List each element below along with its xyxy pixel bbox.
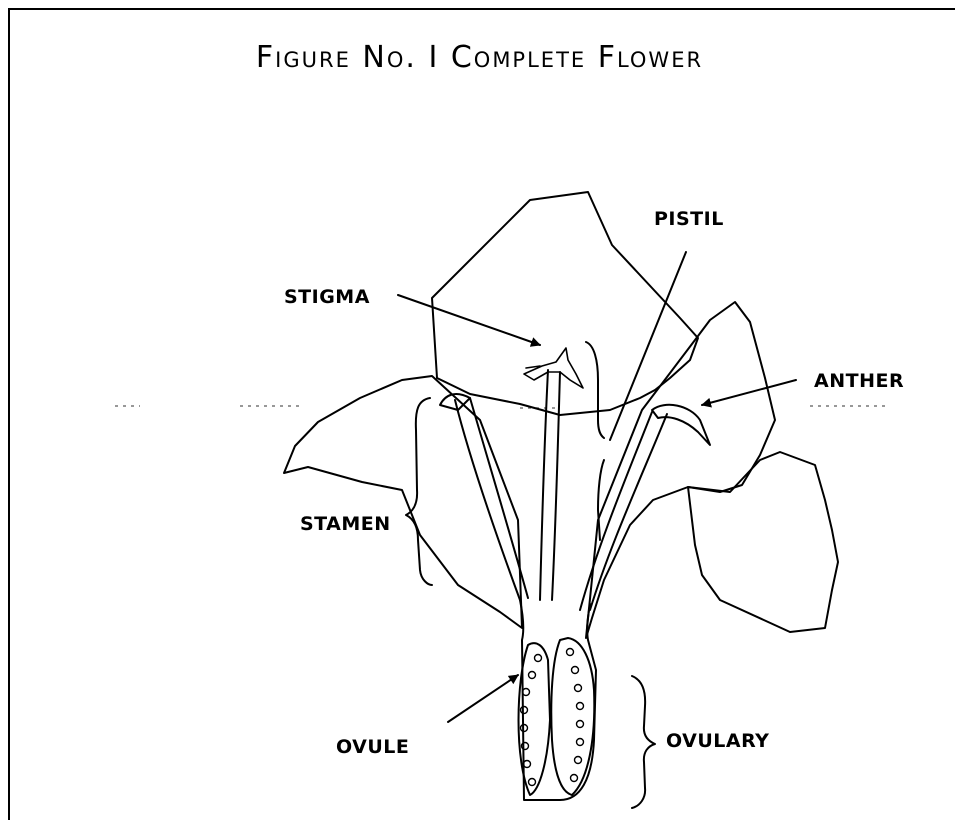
ovary-right — [551, 638, 594, 795]
stigma — [524, 348, 583, 388]
pistil-leader — [610, 252, 686, 440]
ovulary-label: OVULARY — [666, 730, 769, 752]
ovulary-brace — [632, 676, 655, 808]
pistil-label: PISTIL — [654, 208, 724, 230]
right-anther — [652, 405, 710, 445]
scan-dashes — [115, 406, 890, 408]
stigma-arrow — [398, 295, 540, 345]
stamen-label: STAMEN — [300, 513, 391, 535]
ovule-arrow — [448, 675, 518, 722]
stamen-brace — [406, 398, 432, 585]
anther-arrow — [702, 380, 796, 405]
pistil-brace — [586, 342, 604, 438]
receptacle — [520, 600, 596, 800]
left-stamen-filament-inner — [470, 398, 528, 598]
pistil-style — [540, 370, 548, 600]
stigma-label: STIGMA — [284, 286, 370, 308]
anther-label: ANTHER — [814, 370, 904, 392]
far-right-petal — [688, 452, 838, 632]
ovule-label: OVULE — [336, 736, 409, 758]
right-stamen-filament — [580, 412, 652, 610]
right-petal — [586, 302, 775, 638]
right-stamen-brace — [598, 460, 604, 540]
pistil-style-right — [552, 372, 560, 600]
